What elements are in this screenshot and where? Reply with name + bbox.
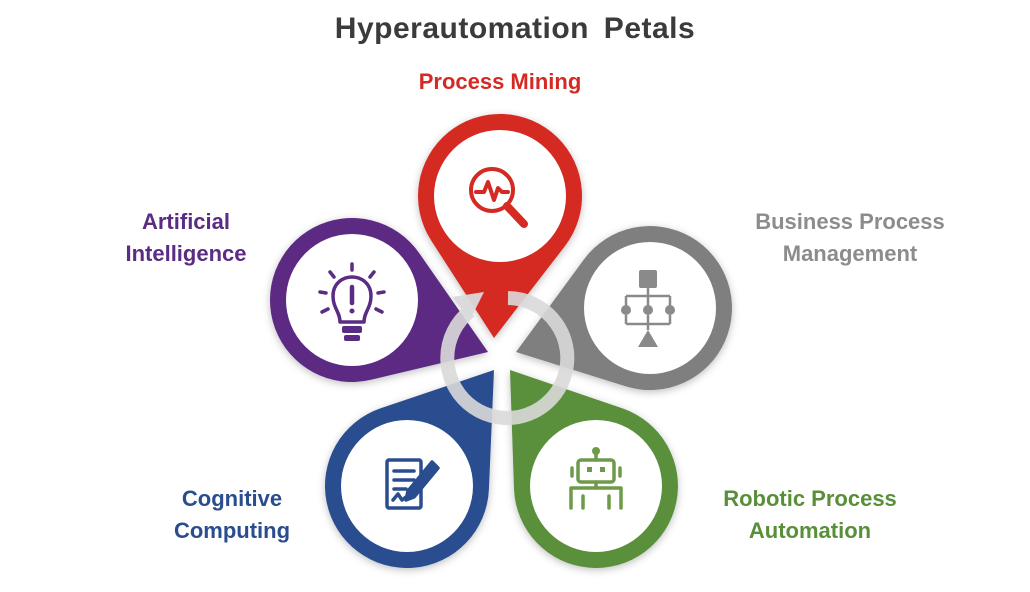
magnifier-pulse-icon	[469, 167, 528, 228]
petal-process-mining	[418, 113, 583, 338]
label-robotic-process-automation-line-1: Robotic Process	[723, 486, 897, 511]
label-business-process-management: Business Process Management	[740, 206, 960, 270]
label-business-process-management-line-1: Business Process	[755, 209, 945, 234]
label-process-mining-line-1: Process Mining	[418, 69, 582, 94]
lightbulb-icon	[318, 262, 386, 341]
label-artificial-intelligence-line-1: Artificial	[141, 209, 231, 234]
page-title: Hyperautomation Petals	[334, 12, 696, 45]
process-flowchart-icon	[621, 270, 675, 347]
label-business-process-management-line-2: Management	[782, 241, 918, 266]
label-robotic-process-automation: Robotic Process Automation	[700, 483, 920, 547]
petal-cognitive-computing	[324, 370, 494, 568]
label-cognitive-computing-line-2: Computing	[173, 518, 291, 543]
label-process-mining: Process Mining	[400, 66, 600, 98]
document-pen-icon	[385, 458, 440, 510]
petal-process-mining-disc	[434, 130, 566, 262]
label-robotic-process-automation-line-2: Automation	[748, 518, 872, 543]
label-artificial-intelligence: Artificial Intelligence	[96, 206, 276, 270]
petal-cognitive-computing-disc	[341, 420, 473, 552]
petal-robotic-process-automation	[510, 370, 678, 568]
label-cognitive-computing-line-1: Cognitive	[181, 486, 283, 511]
label-artificial-intelligence-line-2: Intelligence	[125, 241, 247, 266]
robot-icon	[569, 447, 623, 510]
label-cognitive-computing: Cognitive Computing	[142, 483, 322, 547]
cycle-arrow-icon	[440, 291, 575, 425]
